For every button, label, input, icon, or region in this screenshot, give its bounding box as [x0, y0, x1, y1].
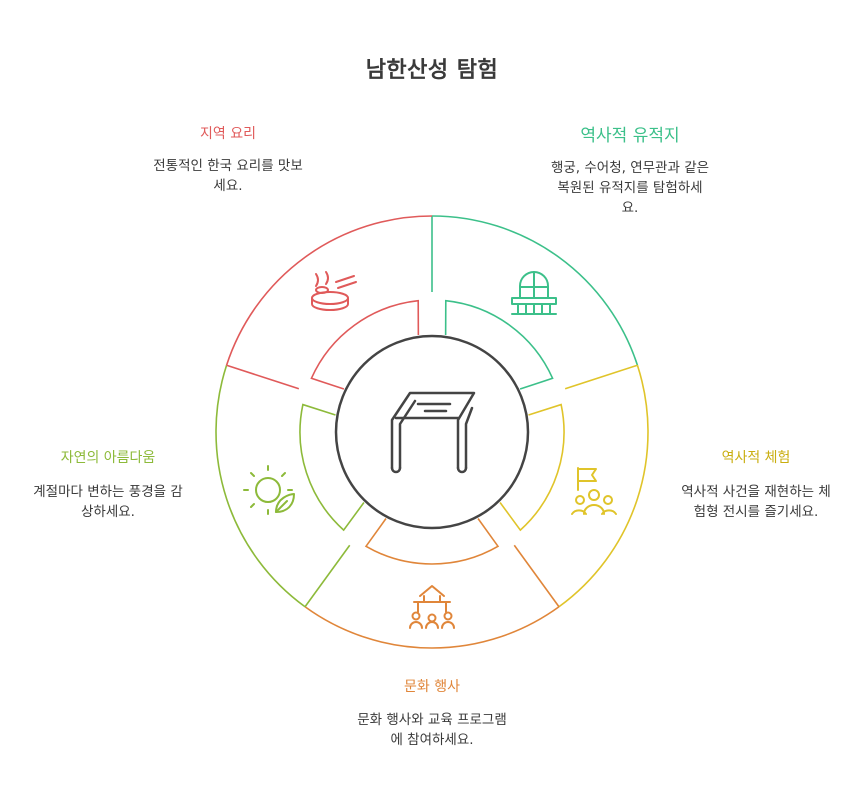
sector-outer-arc-cultural-events: [304, 606, 560, 649]
section-desc-local-cuisine: 전통적인 한국 요리를 맛보 세요.: [153, 158, 303, 194]
sector-divider-historic-experience: [564, 364, 638, 390]
sector-outer-arc-natural-beauty: [215, 365, 306, 608]
section-label-local-cuisine: 지역 요리: [200, 126, 256, 142]
sector-inner-tab-cultural-events: [364, 518, 500, 565]
section-label-cultural-events: 문화 행사: [404, 679, 460, 695]
sector-outer-arc-local-cuisine: [225, 215, 433, 366]
sector-divider-local-cuisine: [226, 364, 300, 390]
section-desc-cultural-events: 문화 행사와 교육 프로그램 에 참여하세요.: [357, 712, 507, 748]
section-label-historic-experience: 역사적 체험: [721, 450, 791, 466]
sector-outer-arc-historic-sites: [431, 215, 639, 366]
sector-outer-arc-historic-experience: [558, 365, 649, 608]
sector-divider-cultural-events: [513, 544, 560, 608]
sector-inner-tab-historic-sites: [444, 299, 554, 390]
section-desc-natural-beauty: 계절마다 변하는 풍경을 감 상하세요.: [33, 484, 183, 520]
pavilion-people-icon: [409, 585, 455, 629]
sector-inner-tab-historic-experience: [499, 403, 565, 532]
page-title: 남한산성 탐험: [365, 58, 499, 83]
center-circle: [334, 334, 530, 530]
sector-divider-natural-beauty: [304, 544, 351, 608]
ring-sectors: [215, 215, 649, 649]
palace-gate-icon: [511, 271, 557, 315]
sun-leaf-icon: [243, 465, 295, 515]
sector-inner-tab-local-cuisine: [310, 299, 420, 390]
sector-inner-tab-natural-beauty: [299, 403, 365, 532]
section-label-natural-beauty: 자연의 아름다움: [60, 450, 156, 466]
section-desc-historic-sites: 행궁, 수어청, 연무관과 같은 복원된 유적지를 탐험하세 요.: [550, 160, 710, 216]
section-desc-historic-experience: 역사적 사건을 재현하는 체 험형 전시를 즐기세요.: [681, 484, 831, 520]
hot-dish-icon: [311, 271, 357, 311]
flag-group-icon: [571, 467, 617, 515]
signboard-icon: [390, 391, 476, 474]
section-label-historic-sites: 역사적 유적지: [580, 126, 680, 146]
